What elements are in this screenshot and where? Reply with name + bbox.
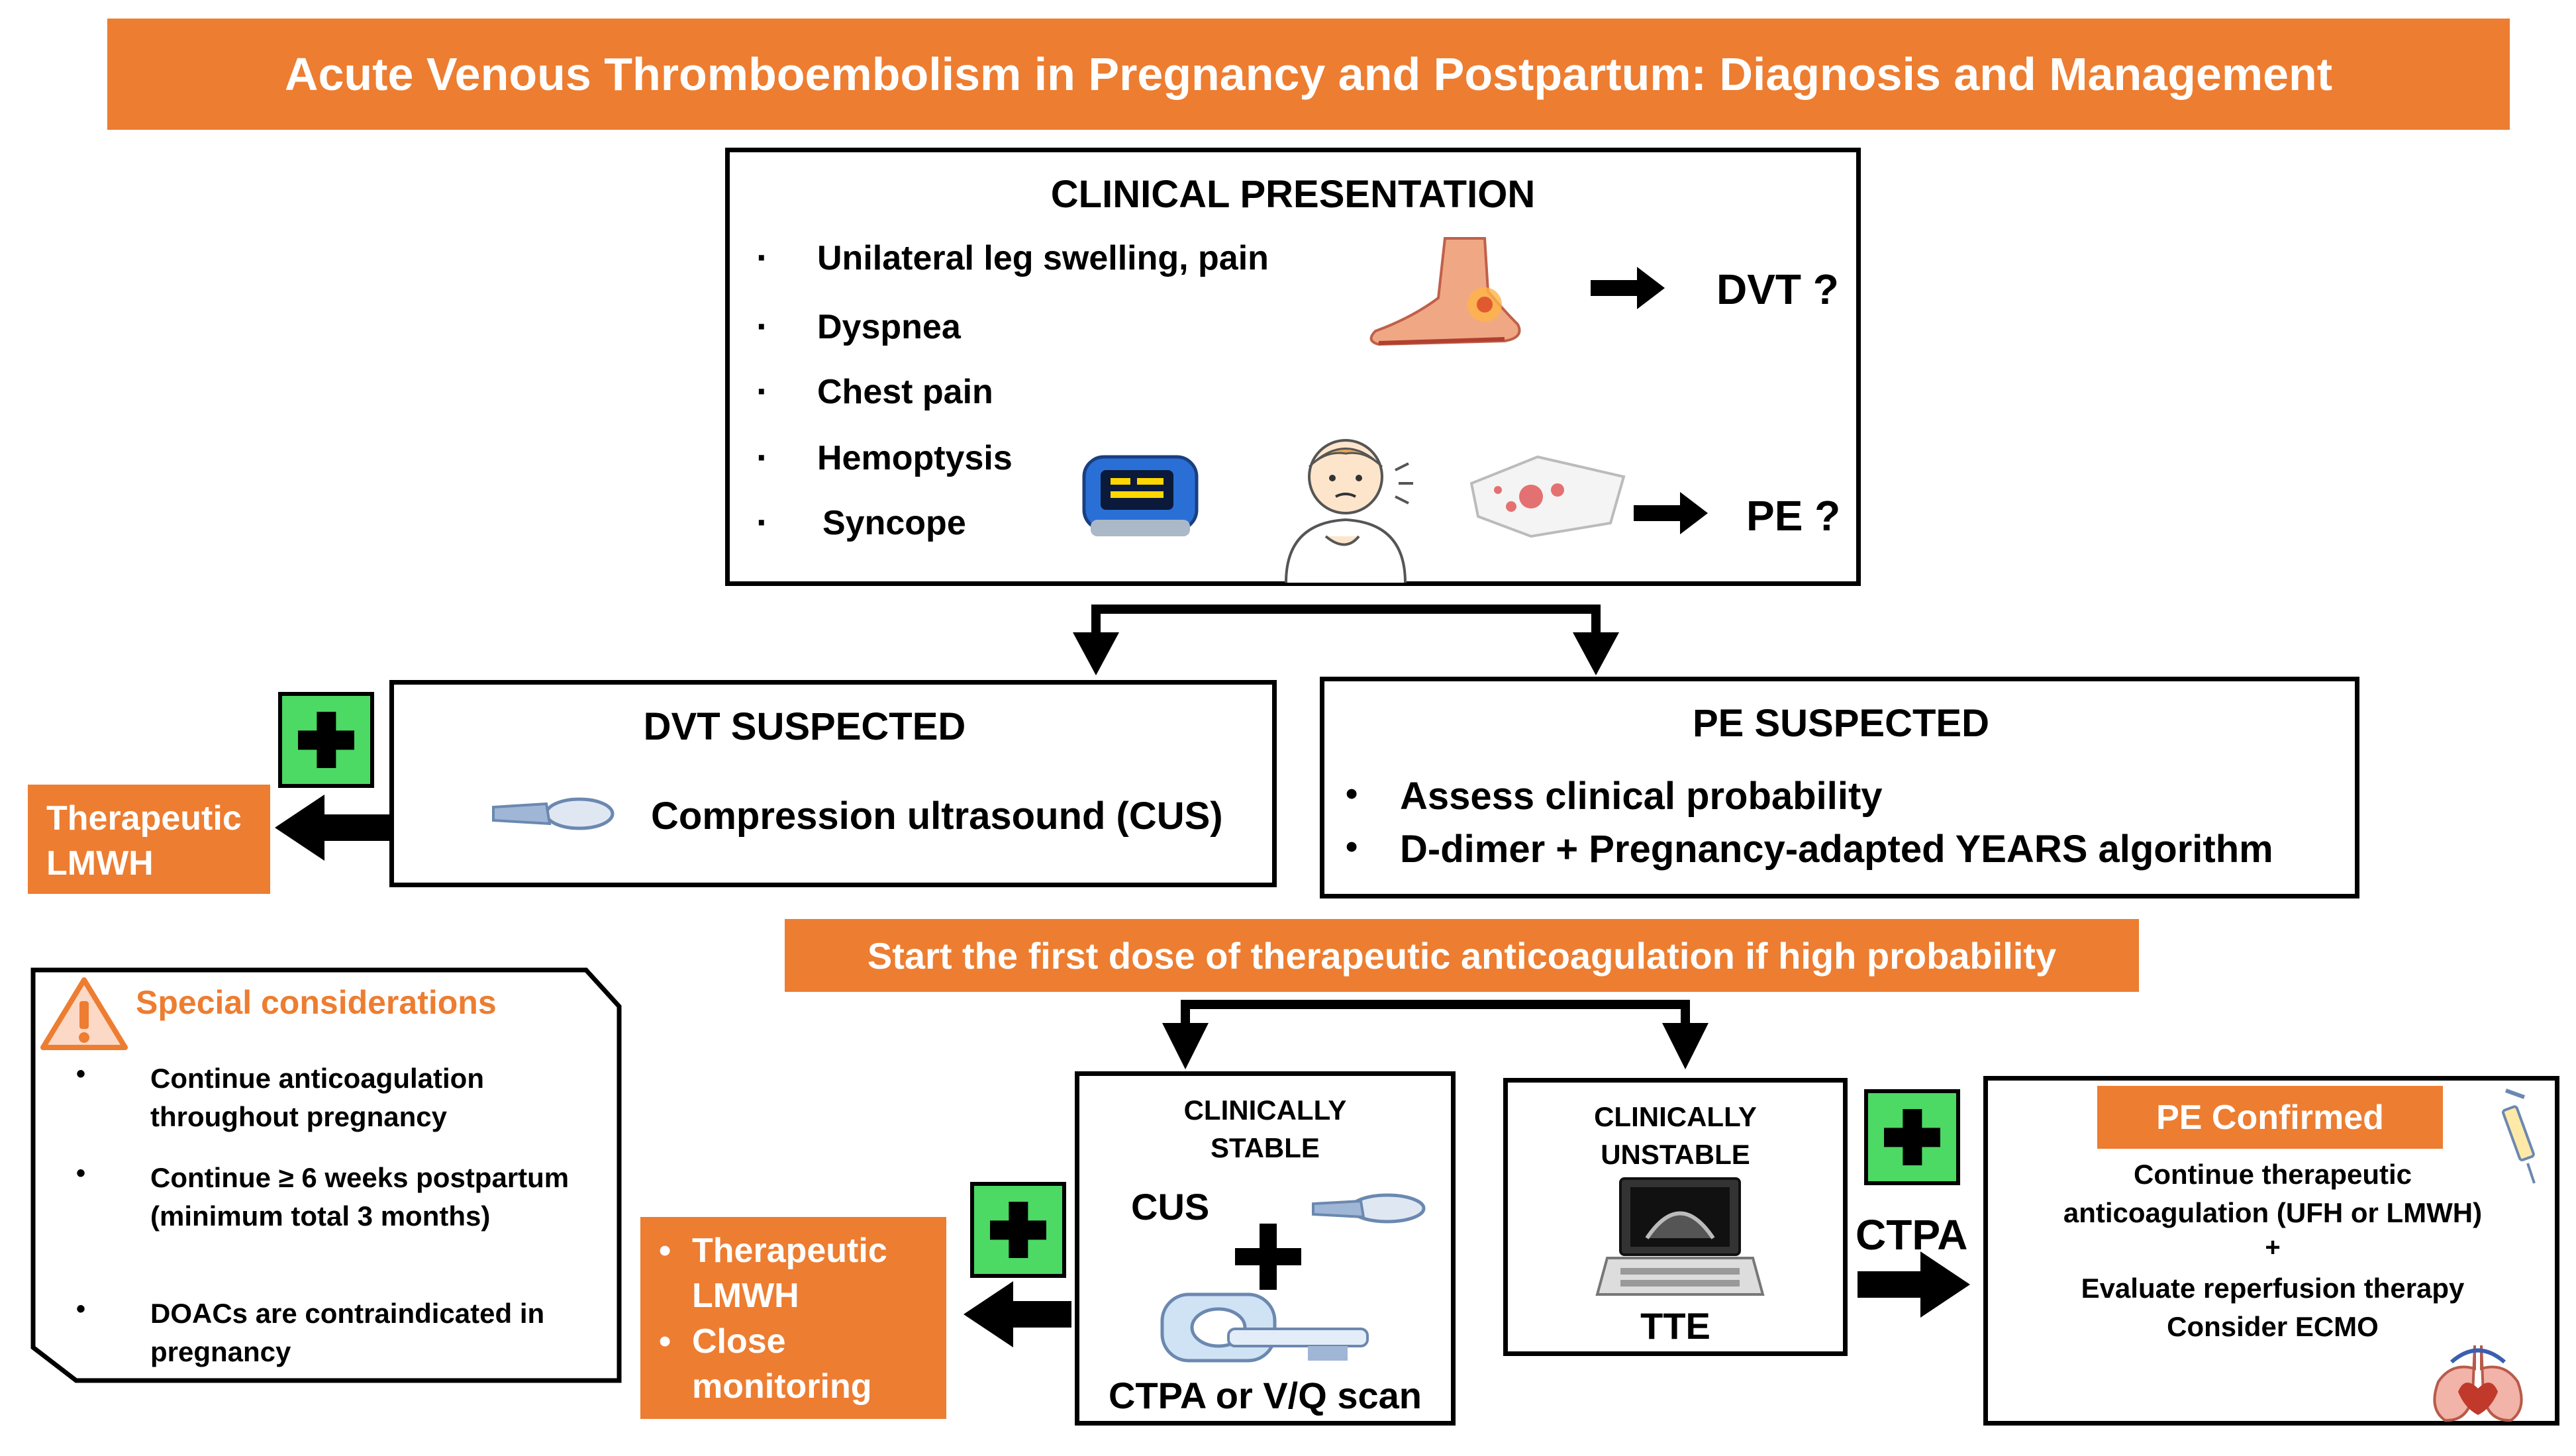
cus-label: CUS	[1131, 1186, 1210, 1228]
special-considerations-heading: Special considerations	[136, 984, 497, 1021]
pe-confirmed-line1: Continue therapeutic	[2133, 1159, 2412, 1190]
bullet: ·	[756, 305, 769, 347]
clinically-stable-box: CLINICALLY STABLE CUS + CTPA or V/Q scan	[1075, 1071, 1456, 1426]
therapeutic-lmwh-box: Therapeutic LMWH	[28, 785, 270, 894]
symptom-item: · Unilateral leg swelling, pain	[756, 236, 1352, 278]
dvt-question-label: DVT ?	[1716, 266, 1839, 313]
pe-confirmed-plus: +	[2265, 1233, 2281, 1262]
dvt-suspected-heading: DVT SUSPECTED	[643, 705, 966, 748]
clinically-unstable-line2: UNSTABLE	[1601, 1139, 1750, 1170]
symptom-label: Unilateral leg swelling, pain	[817, 239, 1269, 277]
connector-top	[1073, 605, 1619, 675]
symptom-item: · Hemoptysis	[756, 436, 1352, 478]
start-anticoagulation-text: Start the first dose of therapeutic anti…	[867, 934, 2057, 977]
special-consideration-text: DOACs are contraindicated in pregnancy	[150, 1298, 545, 1367]
pe-suspected-item: • Assess clinical probability	[1346, 774, 2339, 820]
plus-icon	[970, 1182, 1066, 1278]
ctpa-label: CTPA	[1856, 1211, 1968, 1259]
pe-suspected-box: PE SUSPECTED • Assess clinical probabili…	[1320, 677, 2359, 898]
bullet: •	[76, 1294, 86, 1324]
symptom-item: · Syncope	[756, 501, 1352, 543]
symptom-label: Hemoptysis	[817, 439, 1013, 477]
start-anticoagulation-banner: Start the first dose of therapeutic anti…	[785, 919, 2139, 992]
pe-question-label: PE ?	[1746, 492, 1841, 540]
bullet: ·	[756, 370, 769, 412]
plus-sign-icon	[1235, 1224, 1301, 1290]
monitoring-item-text: Therapeutic LMWH	[692, 1232, 887, 1315]
tte-label: TTE	[1640, 1305, 1710, 1347]
monitoring-item-text: Close monitoring	[692, 1322, 872, 1406]
therapeutic-label: Therapeutic	[46, 799, 242, 838]
special-consideration-text: Continue anticoagulation throughout preg…	[150, 1063, 484, 1132]
bullet: •	[76, 1059, 86, 1089]
pe-suspected-heading: PE SUSPECTED	[1693, 702, 1989, 745]
chest-pain-person-icon	[1285, 439, 1413, 583]
special-considerations-border	[30, 967, 622, 1383]
ultrasound-probe-icon	[492, 797, 615, 830]
bullet: •	[659, 1232, 671, 1270]
special-considerations-box: Special considerations • Continue antico…	[30, 967, 622, 1384]
bullet: •	[1346, 775, 1358, 813]
ultrasound-machine-icon	[1595, 1177, 1765, 1296]
compression-ultrasound-text: Compression ultrasound (CUS)	[651, 795, 1223, 838]
clinical-presentation-box: CLINICAL PRESENTATION · Unilateral leg s…	[725, 148, 1861, 586]
arrow-right-icon	[1634, 492, 1708, 534]
therapeutic-monitoring-box: • Therapeutic LMWH • Close monitoring	[640, 1217, 946, 1419]
ultrasound-probe-icon	[1312, 1193, 1426, 1224]
arrow-right-icon	[1591, 267, 1665, 309]
lmwh-label: LMWH	[46, 844, 154, 883]
clinically-unstable-box: CLINICALLY UNSTABLE TTE	[1503, 1078, 1848, 1356]
pe-suspected-item-text: D-dimer + Pregnancy-adapted YEARS algori…	[1400, 828, 2273, 871]
symptom-label: Syncope	[822, 504, 966, 542]
pulse-oximeter-icon	[1082, 455, 1199, 536]
clinically-stable-line2: STABLE	[1211, 1132, 1320, 1163]
bloody-tissue-icon	[1469, 455, 1626, 538]
bullet: •	[659, 1322, 671, 1361]
pe-suspected-item: • D-dimer + Pregnancy-adapted YEARS algo…	[1346, 827, 2339, 873]
arrow-left-icon	[275, 795, 391, 861]
clinically-stable-line1: CLINICALLY	[1183, 1094, 1347, 1126]
plus-icon	[278, 692, 374, 788]
connector-bottom	[1162, 1000, 1709, 1069]
ct-scanner-icon	[1160, 1292, 1369, 1363]
plus-icon	[1864, 1089, 1960, 1185]
symptom-item: · Dyspnea	[756, 305, 1352, 347]
pe-confirmed-line3: Evaluate reperfusion therapy	[2081, 1273, 2465, 1304]
lungs-heart-icon	[2433, 1345, 2523, 1422]
pe-confirmed-line4: Consider ECMO	[2167, 1311, 2379, 1342]
pe-suspected-item-text: Assess clinical probability	[1400, 775, 1883, 818]
dvt-suspected-box: DVT SUSPECTED Compression ultrasound (CU…	[389, 680, 1277, 887]
pe-confirmed-heading-box: PE Confirmed	[2097, 1086, 2443, 1149]
symptom-label: Chest pain	[817, 373, 993, 411]
bullet: •	[1346, 828, 1358, 866]
bullet: •	[76, 1159, 86, 1188]
pe-confirmed-heading: PE Confirmed	[2156, 1098, 2384, 1137]
syringe-icon	[2502, 1089, 2536, 1184]
title-banner: Acute Venous Thromboembolism in Pregnanc…	[107, 19, 2510, 130]
bullet: ·	[756, 236, 769, 278]
ctpa-vq-scan-label: CTPA or V/Q scan	[1109, 1375, 1422, 1416]
swollen-foot-icon	[1369, 237, 1521, 346]
symptom-item: · Chest pain	[756, 370, 1352, 412]
warning-icon	[40, 977, 128, 1050]
pe-confirmed-line2: anticoagulation (UFH or LMWH)	[2063, 1197, 2483, 1228]
symptom-label: Dyspnea	[817, 308, 961, 346]
bullet: ·	[756, 436, 769, 478]
arrow-left-icon	[964, 1281, 1071, 1347]
page-title: Acute Venous Thromboembolism in Pregnanc…	[284, 48, 2333, 100]
bullet: ·	[756, 501, 769, 543]
arrow-right-icon	[1858, 1251, 1970, 1318]
pe-confirmed-box: PE Confirmed Continue therapeutic antico…	[1983, 1076, 2559, 1426]
clinical-presentation-heading: CLINICAL PRESENTATION	[1050, 173, 1536, 216]
special-consideration-text: Continue ≥ 6 weeks postpartum (minimum t…	[150, 1162, 570, 1232]
clinically-unstable-line1: CLINICALLY	[1594, 1101, 1757, 1132]
